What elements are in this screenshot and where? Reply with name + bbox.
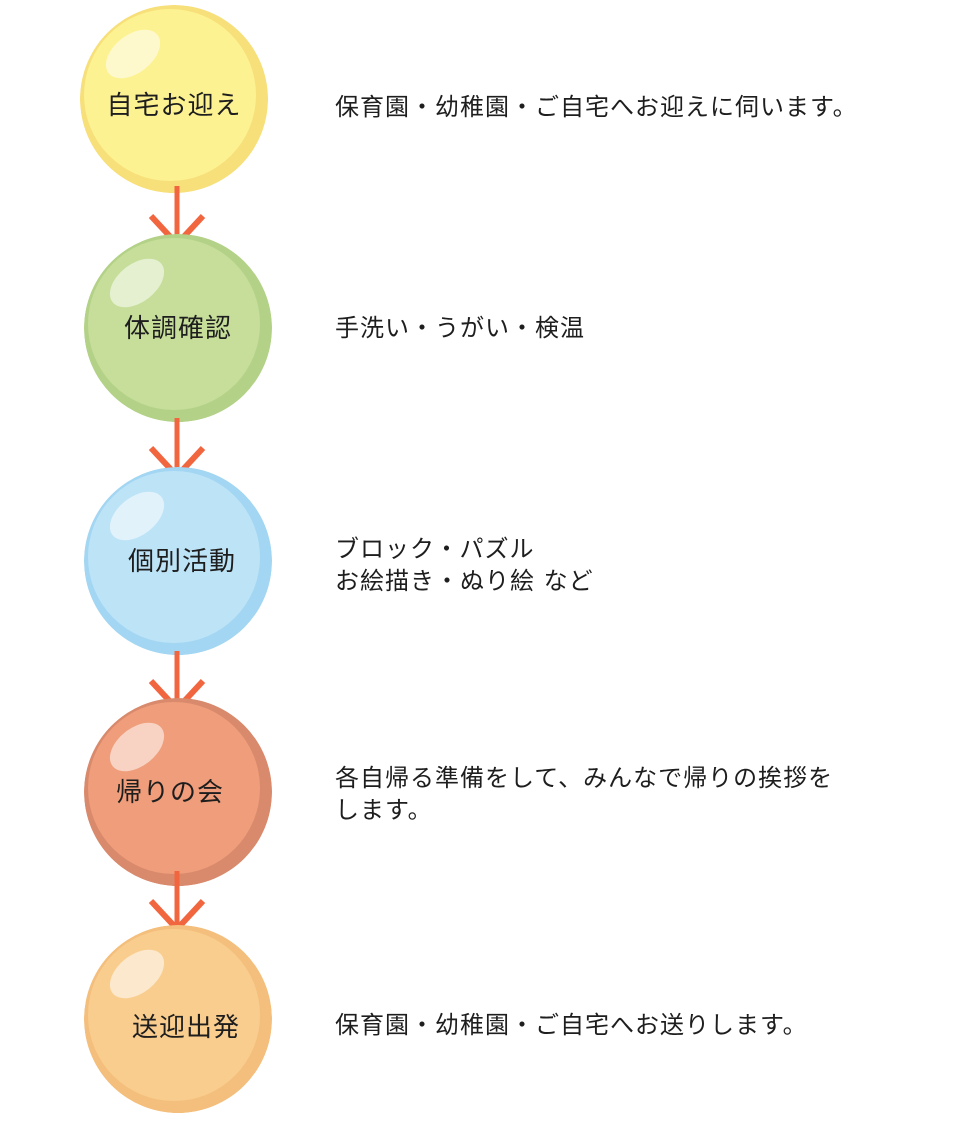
step-circle-closing-meeting: 帰りの会 <box>84 698 272 886</box>
step-label: 体調確認 <box>123 314 232 344</box>
step-description: 保育園・幼稚園・ご自宅へお送りします。 <box>335 1011 808 1039</box>
step-label: 個別活動 <box>127 547 236 577</box>
flow-step-4: 帰りの会 各自帰る準備をして、みんなで帰りの挨拶を します。 <box>0 698 962 898</box>
step-label: 送迎出発 <box>131 1013 240 1043</box>
step-circle-health-check: 体調確認 <box>84 234 272 422</box>
step-circle-home-pickup: 自宅お迎え <box>80 5 268 193</box>
step-description: ブロック・パズル お絵描き・ぬり絵 など <box>335 535 594 595</box>
step-description: 保育園・幼稚園・ご自宅へお迎えに伺います。 <box>335 93 858 121</box>
flow-step-2: 体調確認 手洗い・うがい・検温 <box>0 234 962 434</box>
flow-step-3: 個別活動 ブロック・パズル お絵描き・ぬり絵 など <box>0 467 962 667</box>
step-label: 帰りの会 <box>115 778 224 808</box>
step-circle-individual-activity: 個別活動 <box>84 467 272 655</box>
step-label: 自宅お迎え <box>106 91 242 121</box>
step-description: 各自帰る準備をして、みんなで帰りの挨拶を します。 <box>335 764 834 824</box>
step-description: 手洗い・うがい・検温 <box>335 314 585 342</box>
flow-step-1: 自宅お迎え 保育園・幼稚園・ご自宅へお迎えに伺います。 <box>0 5 962 205</box>
flow-step-5: 送迎出発 保育園・幼稚園・ご自宅へお送りします。 <box>0 925 962 1125</box>
step-circle-departure: 送迎出発 <box>84 925 272 1113</box>
